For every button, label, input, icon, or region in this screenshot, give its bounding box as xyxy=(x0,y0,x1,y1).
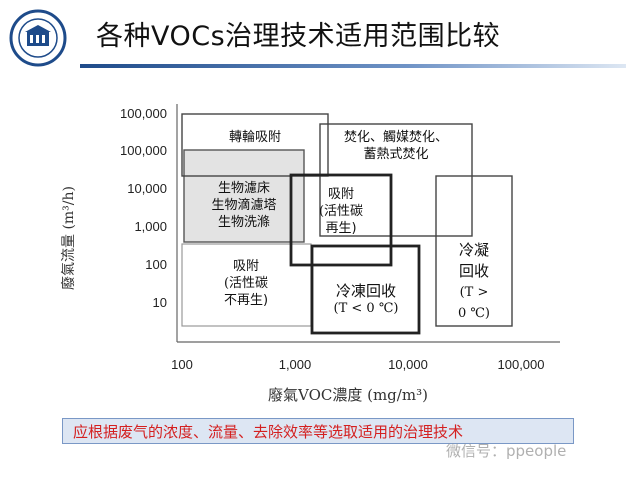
x-tick-label: 100 xyxy=(171,357,193,372)
region-label-line: 轉輪吸附 xyxy=(228,130,281,145)
region-box-0 xyxy=(181,113,329,177)
region-label-line: (活性碳 xyxy=(318,204,364,219)
wechat-watermark: 微信号：ppeople xyxy=(446,442,567,460)
region-label-4: 吸附 (活性碳不再生) xyxy=(176,258,316,309)
region-label-line: 生物滴濾塔 xyxy=(211,198,277,213)
x-tick-label: 10,000 xyxy=(388,357,428,372)
region-label-line: 回收 xyxy=(458,262,489,280)
x-tick-label: 100,000 xyxy=(497,357,545,372)
region-label-line: 冷凍回收 xyxy=(335,282,396,300)
region-label-line: 蓄熱式焚化 xyxy=(363,147,429,162)
y-tick-label: 1,000 xyxy=(134,219,167,234)
region-box-3 xyxy=(289,173,393,267)
region-label-line: (活性碳 xyxy=(223,276,269,291)
region-label-line: (T < 0 ℃) xyxy=(333,301,399,316)
region-box-2 xyxy=(183,149,305,243)
region-label-1: 焚化、觸媒焚化、蓄熱式焚化 xyxy=(326,129,466,163)
university-logo-icon xyxy=(9,9,67,67)
region-label-line: 吸附 xyxy=(232,259,259,274)
region-label-line: 生物濾床 xyxy=(217,181,270,196)
region-label-line: 再生) xyxy=(325,221,357,236)
region-box-5 xyxy=(310,244,421,335)
region-label-line: (T > xyxy=(459,285,489,300)
y-tick-label: 10 xyxy=(152,295,167,310)
y-axis-title: 廢氣流量 (m³/h) xyxy=(61,186,77,290)
region-box-1 xyxy=(319,123,473,237)
region-label-line: 0 ℃) xyxy=(457,306,491,321)
y-tick-label: 100,000 xyxy=(120,143,167,158)
region-label-2: 生物濾床生物滴濾塔生物洗滌 xyxy=(174,180,314,231)
region-label-0: 轉輪吸附 xyxy=(185,129,325,146)
region-label-3: 吸附 (活性碳再生) xyxy=(271,186,411,237)
y-tick-label: 10,000 xyxy=(127,181,167,196)
y-tick-label: 100 xyxy=(145,257,167,272)
conclusion-banner: 应根据废气的浓度、流量、去除效率等选取适用的治理技术 xyxy=(62,418,574,444)
x-axis-title: 廢氣VOC濃度 (mg/m³) xyxy=(268,386,428,404)
region-label-line: 焚化、觸媒焚化、 xyxy=(343,130,448,145)
x-tick-label: 1,000 xyxy=(278,357,312,372)
region-label-line: 生物洗滌 xyxy=(217,215,270,230)
region-label-line: 不再生) xyxy=(223,293,269,308)
region-box-6 xyxy=(435,175,513,327)
region-label-line: 冷凝 xyxy=(458,241,489,259)
region-label-5: 冷凍回收(T < 0 ℃) xyxy=(296,283,436,317)
page-title: 各种VOCs治理技术适用范围比较 xyxy=(96,21,501,52)
region-label-line: 吸附 xyxy=(327,187,354,202)
region-label-6: 冷凝回收 (T > 0 ℃) xyxy=(404,240,544,324)
y-tick-label: 100,000 xyxy=(120,106,167,121)
title-divider xyxy=(80,64,626,68)
